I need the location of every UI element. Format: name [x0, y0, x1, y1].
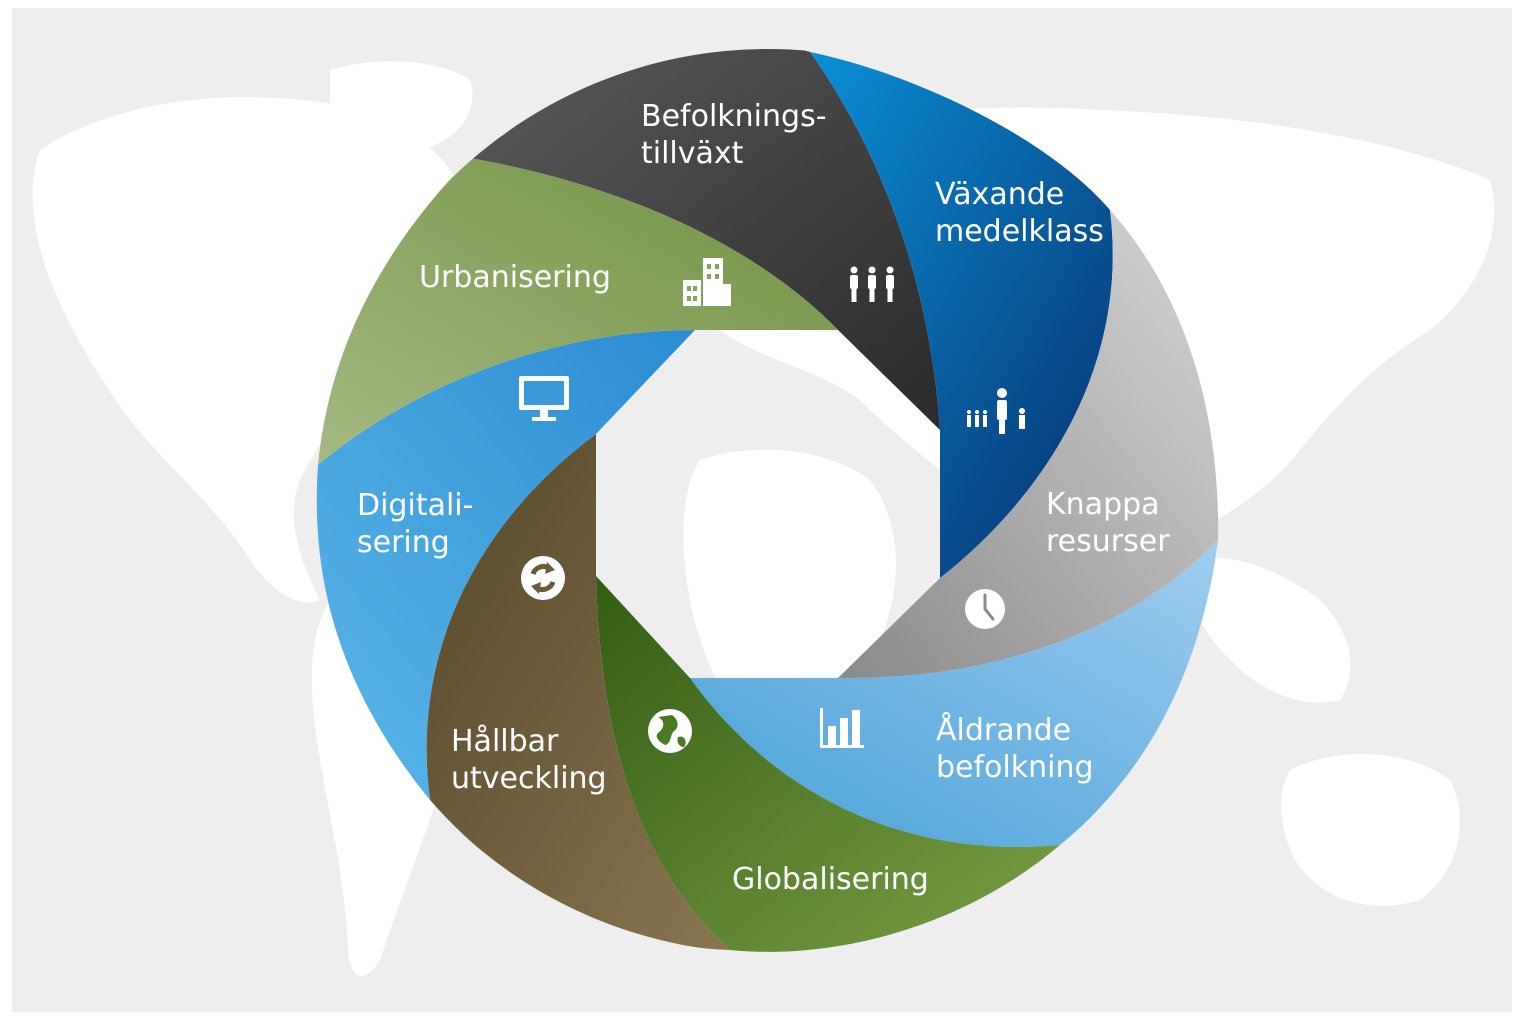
label-line: Hållbar [451, 724, 559, 759]
label-line: sering [357, 525, 450, 560]
label-hallbar-utveckling: Hållbar utveckling [451, 724, 607, 796]
segment-urbanisering [318, 158, 838, 465]
segment-befolkningstillvaxt [470, 49, 940, 430]
label-line: resurser [1046, 524, 1170, 559]
continent-southeast-asia [1187, 557, 1351, 703]
segment-hallbar-utveckling [426, 434, 730, 950]
aperture-ring [316, 49, 1219, 952]
label-vaxande-medelklass: Växande medelklass [935, 177, 1104, 249]
people-group-icon [850, 266, 894, 302]
label-line: Globalisering [732, 862, 929, 897]
label-line: tillväxt [641, 136, 744, 171]
continent-australia [1280, 753, 1460, 906]
growing-people-icon [967, 388, 1025, 434]
label-digitalisering: Digitali- sering [357, 488, 483, 560]
label-line: medelklass [935, 214, 1104, 249]
segment-globalisering [596, 576, 1060, 952]
label-line: Åldrande [936, 712, 1071, 748]
label-aldrande-befolkning: Åldrande befolkning [936, 712, 1094, 785]
recycle-icon [521, 556, 565, 600]
label-line: Digitali- [357, 488, 473, 523]
globe-icon [648, 709, 692, 753]
segment-vaxande-medelklass [810, 52, 1113, 578]
segment-digitalisering [316, 330, 695, 800]
label-urbanisering: Urbanisering [419, 260, 611, 295]
label-line: Befolknings- [641, 99, 827, 134]
clock-icon [965, 589, 1005, 629]
label-globalisering: Globalisering [732, 862, 929, 897]
segment-knappa-resurser [838, 210, 1219, 679]
label-befolkningstillvaxt: Befolknings- tillväxt [641, 99, 836, 171]
label-line: Växande [935, 177, 1064, 212]
bar-chart-icon [820, 708, 864, 748]
label-line: Urbanisering [419, 260, 611, 295]
continent-greenland [330, 61, 473, 151]
label-line: Knappa [1046, 487, 1160, 522]
buildings-icon [683, 258, 731, 306]
label-line: utveckling [451, 761, 607, 796]
label-line: befolkning [936, 750, 1094, 785]
label-knappa-resurser: Knappa resurser [1046, 487, 1170, 559]
continent-north-america [32, 97, 470, 603]
segment-aldrande-befolkning [690, 540, 1218, 848]
monitor-icon [519, 376, 569, 421]
